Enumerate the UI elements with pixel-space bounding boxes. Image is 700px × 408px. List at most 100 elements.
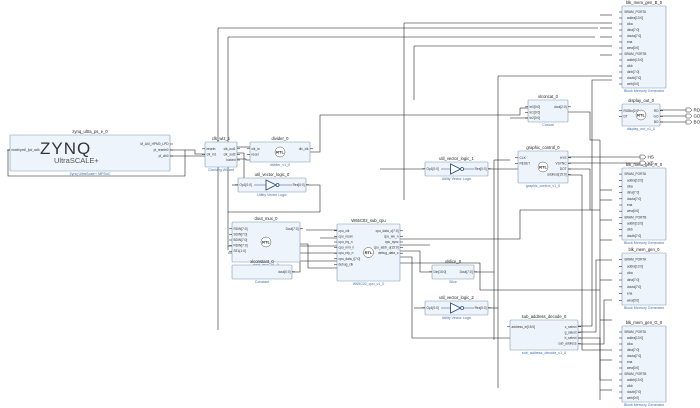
port-label-right: VSYNC bbox=[556, 161, 568, 165]
rtl-badge-icon bbox=[363, 247, 374, 258]
block-body[interactable] bbox=[621, 325, 667, 403]
bram-block-1[interactable]: blk_mem_gen_R_0BRAM_PORTAaddra[13:0]clka… bbox=[619, 162, 667, 245]
block-body[interactable] bbox=[621, 252, 667, 306]
port-label-left: clk_in bbox=[252, 147, 260, 151]
bram-port: dina[7:0] bbox=[627, 191, 639, 195]
block-title: xlslice_0 bbox=[445, 259, 462, 264]
block-body[interactable] bbox=[509, 319, 579, 351]
bram-port: clka bbox=[627, 342, 633, 346]
block-title: blk_mem_gen_0 bbox=[629, 247, 661, 252]
external-port-hs[interactable]: HS bbox=[639, 155, 654, 160]
rtl-label: RTL bbox=[262, 239, 270, 244]
bram-port-bus: BRAM_PORTA bbox=[625, 10, 648, 14]
port-label-left: cpu_nmi_n bbox=[339, 246, 355, 250]
port-label-left: Op1[0:0] bbox=[240, 183, 252, 187]
external-port-label: RD bbox=[694, 108, 700, 113]
bram-port: clka bbox=[627, 184, 633, 188]
bram-port: douta[7:0] bbox=[627, 34, 641, 38]
port-label-left: resetn bbox=[207, 147, 216, 151]
block-body[interactable] bbox=[9, 134, 171, 172]
port-label-left: cpu_clk bbox=[339, 229, 350, 233]
sub-addr-block[interactable]: sub_address_decode_0 sub_address_decode_v… bbox=[507, 314, 581, 355]
block-title: util_vector_logic_0 bbox=[255, 172, 290, 177]
port-arrow-icon bbox=[685, 119, 693, 125]
external-port-gd[interactable]: GD bbox=[685, 114, 700, 119]
port-label-left: address_in[15:0] bbox=[512, 325, 536, 329]
bram-port: doutb[7:0] bbox=[627, 234, 641, 238]
external-port-vs[interactable]: VS bbox=[639, 160, 654, 166]
external-port-label: GD bbox=[694, 114, 700, 119]
bram-port: doutb[7:0] bbox=[627, 76, 641, 80]
port-label-left: reset bbox=[252, 152, 259, 156]
port-label-left: RDIN[7:0] bbox=[234, 227, 248, 231]
divider-block[interactable]: divider_0divider_v1_0clk_inresetdiv_clkR… bbox=[247, 136, 313, 167]
port-arrow-icon bbox=[639, 160, 647, 166]
block-body[interactable] bbox=[621, 167, 667, 241]
bram-port: doutb[7:0] bbox=[627, 390, 641, 394]
port-label-right: c_select bbox=[565, 325, 577, 329]
bram-block-0[interactable]: blk_mem_gen_B_0BRAM_PORTAaddra[13:0]clka… bbox=[619, 0, 667, 93]
zynq-logo: ZYNQ bbox=[40, 139, 91, 158]
block-title: dout_mux_0 bbox=[254, 216, 278, 221]
port-label-left: cpu_reset bbox=[339, 234, 353, 238]
external-port-rd[interactable]: RD bbox=[685, 108, 700, 113]
port-label-left: SEL[1:0] bbox=[234, 249, 246, 253]
block-title: graphic_control_0 bbox=[526, 145, 560, 150]
port-label-right: dout[0:0] bbox=[278, 270, 291, 274]
external-port-label: BO bbox=[694, 120, 700, 125]
block-subtitle: sub_address_decode_v1_0 bbox=[522, 351, 566, 355]
bram-port: wea[0:0] bbox=[627, 46, 639, 50]
port-label-right: DOT bbox=[560, 167, 567, 171]
xlconcat-block[interactable]: xlconcat_0ConcatIn0[0:0]In1[0:0]In2[0:0]… bbox=[525, 94, 571, 127]
port-label-left: CLK bbox=[520, 156, 527, 160]
graphic-block[interactable]: graphic_control_0graphic_control_v1_0CLK… bbox=[515, 145, 571, 188]
port-label-left: cpu_irq_n bbox=[339, 240, 353, 244]
port-label-right: pl_resetn0 bbox=[154, 148, 169, 152]
bram-port: douta[7:0] bbox=[627, 197, 641, 201]
port-label-right: div_clk bbox=[299, 147, 309, 151]
block-title: zynq_ultra_ps_e_0 bbox=[72, 129, 108, 134]
port-label-left: Op1[0:0] bbox=[427, 306, 439, 310]
block-subtitle: Slice bbox=[449, 280, 457, 284]
port-label-right: cpu_addr_o[15:0] bbox=[374, 246, 399, 250]
block-title: blk_mem_gen_G_0 bbox=[626, 320, 663, 325]
block-body[interactable] bbox=[527, 99, 569, 123]
block-title: sub_address_decode_0 bbox=[522, 314, 567, 319]
external-port-bo[interactable]: BO bbox=[685, 119, 700, 125]
bram-port: dina[7:0] bbox=[627, 348, 639, 352]
bram-port: addra[13:0] bbox=[627, 336, 643, 340]
rtl-label: RTL bbox=[539, 164, 547, 169]
bram-port-bus: BRAM_PORTA bbox=[625, 172, 648, 176]
port-label-right: GO bbox=[654, 114, 659, 118]
port-label-right: clk_out2 bbox=[224, 152, 236, 156]
bram-port-bus: BRAM_PORTB bbox=[625, 215, 647, 219]
bram-port: douta[7:0] bbox=[627, 354, 641, 358]
port-label-right: BO bbox=[654, 120, 659, 124]
dout-mux-block[interactable]: dout_mux_0dout_mux_v1_0RDIN[7:0]SDIN[7:0… bbox=[229, 216, 303, 267]
bram-port-bus: BRAM_PORTA bbox=[625, 330, 648, 334]
display-block[interactable]: display_out_0display_out_v1_0RGBin[2:0]D… bbox=[619, 98, 663, 131]
port-label-left: Din[15:0] bbox=[434, 270, 447, 274]
port-label-left: RGBin[2:0] bbox=[624, 109, 640, 113]
rtl-badge-icon bbox=[274, 146, 286, 158]
bram-port: dina[7:0] bbox=[627, 278, 639, 282]
bram-block-2[interactable]: blk_mem_gen_0BRAM_PORTAaddra[13:0]clkadi… bbox=[619, 247, 667, 310]
bram-port-bus: BRAM_PORTB bbox=[625, 372, 647, 376]
bram-port: ena bbox=[627, 203, 633, 207]
port-label-right: sub_address bbox=[558, 342, 577, 346]
cpu-block[interactable]: W65C02_sub_cpuW65C02_cpu_v1_0cpu_clkcpu_… bbox=[334, 218, 403, 286]
port-label-left: Op1[0:0] bbox=[427, 167, 439, 171]
bram-port: clka bbox=[627, 22, 633, 26]
block-body[interactable] bbox=[621, 5, 667, 89]
port-label-right: clk_out1 bbox=[224, 147, 236, 151]
